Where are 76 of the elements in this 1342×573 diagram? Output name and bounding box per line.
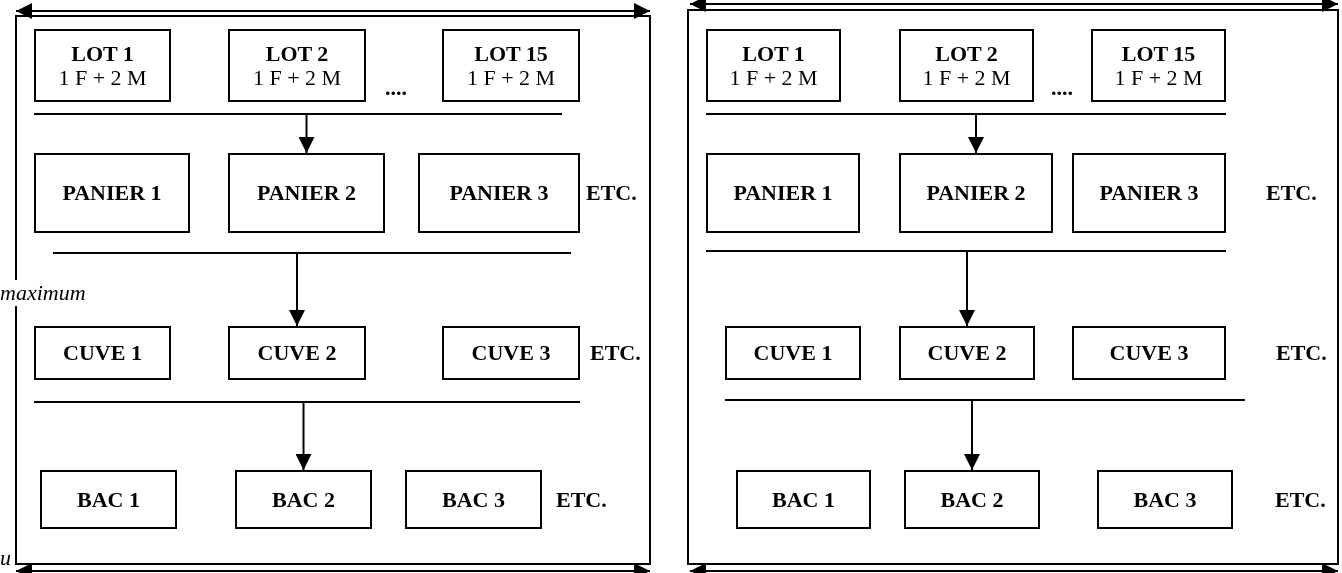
process-box bbox=[40, 470, 177, 529]
process-box bbox=[418, 153, 580, 233]
box-title: CUVE 2 bbox=[256, 341, 338, 365]
box-title: LOT 15 bbox=[473, 41, 549, 65]
divider-bar bbox=[706, 113, 1226, 115]
beside-text: ETC. bbox=[1275, 486, 1326, 513]
process-box bbox=[235, 470, 372, 529]
box-title: LOT 2 bbox=[934, 41, 999, 65]
beside-text: ETC. bbox=[586, 180, 637, 206]
box-title: BAC 2 bbox=[939, 487, 1005, 511]
box-title: BAC 3 bbox=[441, 487, 506, 511]
box-title: CUVE 1 bbox=[752, 341, 834, 365]
arrow bbox=[964, 400, 980, 471]
box-title: LOT 1 bbox=[741, 41, 806, 65]
box-title: BAC 1 bbox=[771, 487, 836, 511]
arrow bbox=[295, 402, 312, 471]
process-box bbox=[1091, 29, 1226, 102]
note-text: maximum bbox=[0, 280, 86, 306]
process-box bbox=[1072, 153, 1226, 233]
process-box bbox=[899, 29, 1034, 102]
process-box bbox=[899, 153, 1053, 233]
box-title: LOT 15 bbox=[1120, 41, 1197, 65]
ellipsis-text: .... bbox=[1051, 75, 1073, 101]
box-subtitle: 1 F + 2 M bbox=[465, 65, 557, 89]
divider-bar bbox=[34, 113, 562, 115]
divider-bar bbox=[34, 401, 580, 403]
beside-text: ETC. bbox=[556, 486, 607, 513]
box-subtitle: 1 F + 2 M bbox=[57, 65, 148, 89]
frame-box bbox=[687, 9, 1339, 565]
box-title: BAC 2 bbox=[271, 487, 336, 511]
box-title: CUVE 3 bbox=[470, 341, 552, 365]
box-title: PANIER 3 bbox=[1098, 181, 1200, 205]
arrow bbox=[289, 253, 305, 327]
process-box bbox=[442, 326, 580, 380]
box-title: BAC 3 bbox=[1132, 487, 1198, 511]
process-box bbox=[228, 29, 366, 102]
ellipsis-text: .... bbox=[385, 75, 407, 101]
process-box bbox=[1072, 326, 1226, 380]
process-box bbox=[706, 29, 841, 102]
box-subtitle: 1 F + 2 M bbox=[728, 65, 819, 89]
box-title: BAC 1 bbox=[76, 487, 141, 511]
box-title: CUVE 3 bbox=[1108, 341, 1190, 365]
box-title: LOT 2 bbox=[264, 41, 330, 65]
arrow bbox=[968, 114, 984, 154]
process-box bbox=[1097, 470, 1233, 529]
process-box bbox=[904, 470, 1040, 529]
process-box bbox=[725, 326, 861, 380]
process-box bbox=[706, 153, 860, 233]
process-box bbox=[228, 153, 385, 233]
process-box bbox=[34, 153, 190, 233]
beside-text: ETC. bbox=[1266, 180, 1317, 206]
box-title: PANIER 2 bbox=[255, 181, 358, 205]
divider-bar bbox=[706, 250, 1226, 252]
arrow bbox=[959, 251, 975, 327]
process-box bbox=[736, 470, 871, 529]
box-title: CUVE 1 bbox=[62, 341, 143, 365]
process-box bbox=[442, 29, 580, 102]
divider-bar bbox=[725, 399, 1245, 401]
box-subtitle: 1 F + 2 M bbox=[921, 65, 1012, 89]
beside-text: ETC. bbox=[590, 340, 641, 366]
box-title: PANIER 1 bbox=[732, 181, 834, 205]
process-box bbox=[34, 326, 171, 380]
box-title: PANIER 2 bbox=[925, 181, 1027, 205]
process-box bbox=[405, 470, 542, 529]
divider-bar bbox=[53, 252, 571, 254]
box-title: LOT 1 bbox=[70, 41, 135, 65]
process-box bbox=[34, 29, 171, 102]
beside-text: ETC. bbox=[1276, 340, 1327, 366]
box-title: CUVE 2 bbox=[926, 341, 1008, 365]
box-title: PANIER 1 bbox=[61, 181, 163, 205]
process-box bbox=[899, 326, 1035, 380]
box-title: PANIER 3 bbox=[448, 181, 550, 205]
process-box bbox=[228, 326, 366, 380]
arrow bbox=[298, 114, 315, 154]
box-subtitle: 1 F + 2 M bbox=[1113, 65, 1204, 89]
box-subtitle: 1 F + 2 M bbox=[251, 65, 343, 89]
